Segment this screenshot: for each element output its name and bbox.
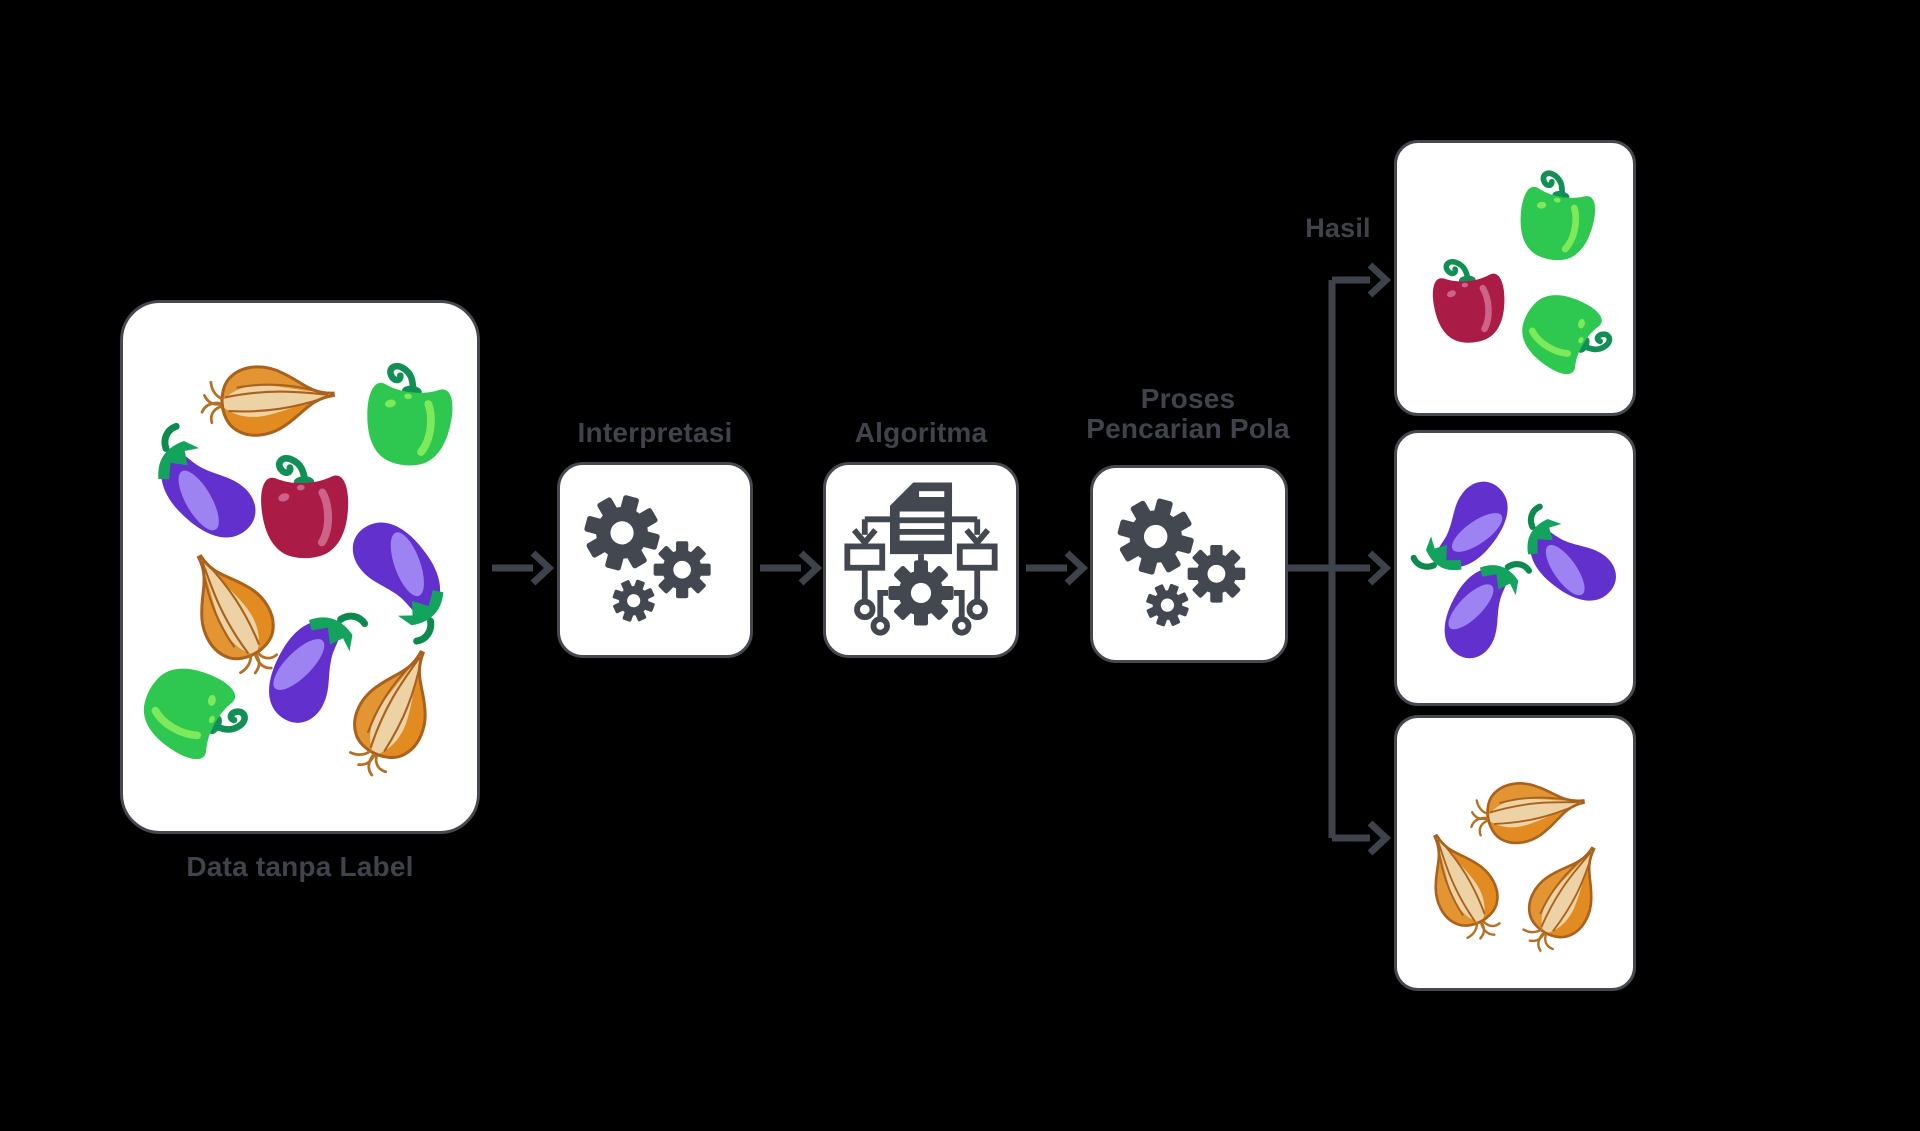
branch-arrow-middle bbox=[1332, 550, 1392, 586]
branch-trunk-line bbox=[1288, 280, 1336, 838]
result-box-peppers bbox=[1394, 140, 1636, 416]
flowchart-icon bbox=[826, 465, 1016, 655]
pepper-red-illustration bbox=[1430, 257, 1508, 345]
pepper-red-illustration bbox=[260, 456, 351, 559]
step-algoritma-label: Algoritma bbox=[854, 417, 988, 448]
flow-arrow-3 bbox=[1026, 550, 1089, 586]
pepper-green-illustration bbox=[1513, 169, 1600, 265]
branch-arrow-top bbox=[1332, 262, 1392, 298]
step-algoritma-box bbox=[823, 462, 1019, 658]
gears-icon bbox=[1093, 468, 1285, 660]
eggplant-illustration bbox=[135, 417, 266, 555]
step-interpretasi-box bbox=[557, 462, 753, 658]
eggplant-illustration bbox=[1506, 498, 1625, 617]
gears-icon bbox=[560, 465, 750, 655]
onion-illustration bbox=[1408, 820, 1518, 953]
eggplant-illustration bbox=[343, 507, 463, 649]
step-proses-pencarian-pola-label: Proses Pencarian Pola bbox=[1073, 384, 1303, 444]
result-label: Hasil bbox=[1305, 213, 1371, 243]
flow-arrow-2 bbox=[760, 550, 823, 586]
pepper-green-illustration bbox=[130, 653, 256, 774]
source-box-label: Data tanpa Label bbox=[186, 851, 414, 882]
eggplant-cluster-illustration bbox=[1397, 433, 1633, 703]
onion-cluster-illustration bbox=[1408, 771, 1620, 965]
onion-illustration bbox=[1464, 771, 1590, 852]
step-proses-pencarian-pola-box bbox=[1090, 465, 1288, 663]
flow-arrow-1 bbox=[492, 550, 555, 586]
branch-arrow-bottom bbox=[1332, 820, 1392, 856]
pepper-green-illustration bbox=[1509, 281, 1619, 387]
onion-illustration bbox=[197, 358, 338, 442]
onion-illustration bbox=[333, 636, 455, 789]
result-box-onions bbox=[1394, 715, 1636, 991]
onion-illustration bbox=[1508, 832, 1620, 965]
step-interpretasi-label: Interpretasi bbox=[577, 417, 733, 448]
unlabeled-data-illustration bbox=[123, 358, 477, 789]
unlabeled-data-box bbox=[120, 300, 480, 834]
step-label-line-2: Pencarian Pola bbox=[1086, 413, 1290, 444]
pepper-cluster-illustration bbox=[1397, 143, 1633, 413]
pepper-green-illustration bbox=[362, 363, 457, 469]
step-label-line-1: Proses bbox=[1140, 383, 1236, 414]
result-box-eggplants bbox=[1394, 430, 1636, 706]
